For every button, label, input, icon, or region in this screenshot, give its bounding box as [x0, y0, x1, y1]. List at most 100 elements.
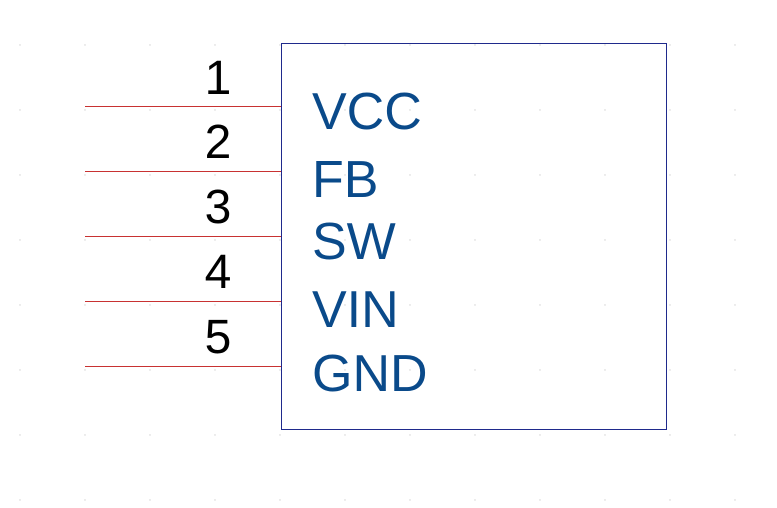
grid-dot	[19, 239, 21, 241]
grid-dot	[474, 174, 476, 176]
pin-4-name: VIN	[312, 281, 399, 339]
grid-dot	[19, 434, 21, 436]
pin-5-number: 5	[204, 311, 232, 364]
grid-dot	[344, 369, 346, 371]
grid-dot	[409, 239, 411, 241]
grid-dot	[604, 174, 606, 176]
grid-dot	[344, 109, 346, 111]
grid-dot	[409, 369, 411, 371]
grid-dot	[604, 44, 606, 46]
grid-dot	[409, 434, 411, 436]
grid-dot	[734, 499, 736, 501]
component-body[interactable]	[281, 43, 667, 430]
grid-dot	[604, 304, 606, 306]
grid-dot	[214, 174, 216, 176]
grid-dot	[539, 304, 541, 306]
grid-dot	[539, 174, 541, 176]
grid-dot	[474, 369, 476, 371]
grid-dot	[344, 304, 346, 306]
grid-dot	[604, 434, 606, 436]
grid-dot	[409, 109, 411, 111]
grid-dot	[669, 499, 671, 501]
grid-dot	[474, 44, 476, 46]
grid-dot	[474, 109, 476, 111]
grid-dot	[84, 434, 86, 436]
grid-dot	[539, 434, 541, 436]
pin-4-number: 4	[204, 246, 232, 299]
grid-dot	[19, 369, 21, 371]
pin-2-line[interactable]	[85, 171, 281, 172]
pin-3-line[interactable]	[85, 236, 281, 237]
grid-dot	[734, 369, 736, 371]
grid-dot	[669, 174, 671, 176]
grid-dot	[149, 44, 151, 46]
grid-dot	[539, 44, 541, 46]
pin-4-line[interactable]	[85, 301, 281, 302]
grid-dot	[214, 304, 216, 306]
grid-dot	[409, 304, 411, 306]
grid-dot	[604, 239, 606, 241]
grid-dot	[734, 239, 736, 241]
grid-dot	[279, 239, 281, 241]
grid-dot	[84, 109, 86, 111]
pin-5-line[interactable]	[85, 366, 281, 367]
grid-dot	[149, 304, 151, 306]
grid-dot	[734, 174, 736, 176]
grid-dot	[214, 109, 216, 111]
grid-dot	[19, 44, 21, 46]
pin-5-name: GND	[312, 345, 428, 403]
grid-dot	[344, 434, 346, 436]
grid-dot	[669, 304, 671, 306]
grid-dot	[149, 434, 151, 436]
pin-3-number: 3	[204, 181, 232, 234]
grid-dot	[409, 499, 411, 501]
grid-dot	[344, 44, 346, 46]
grid-dot	[344, 239, 346, 241]
grid-dot	[669, 44, 671, 46]
grid-dot	[539, 369, 541, 371]
pin-2-number: 2	[204, 116, 232, 169]
grid-dot	[344, 499, 346, 501]
grid-dot	[474, 499, 476, 501]
grid-dot	[84, 499, 86, 501]
grid-dot	[149, 369, 151, 371]
grid-dot	[149, 239, 151, 241]
grid-dot	[669, 239, 671, 241]
grid-dot	[84, 44, 86, 46]
grid-dot	[734, 304, 736, 306]
grid-dot	[19, 499, 21, 501]
grid-dot	[279, 44, 281, 46]
grid-dot	[149, 499, 151, 501]
grid-dot	[604, 109, 606, 111]
grid-dot	[19, 304, 21, 306]
grid-dot	[669, 109, 671, 111]
grid-dot	[84, 369, 86, 371]
pin-1-line[interactable]	[85, 106, 281, 107]
grid-dot	[214, 44, 216, 46]
grid-dot	[734, 109, 736, 111]
pin-2-name: FB	[312, 151, 379, 209]
grid-dot	[279, 109, 281, 111]
grid-dot	[19, 109, 21, 111]
grid-dot	[214, 369, 216, 371]
pin-1-number: 1	[204, 52, 232, 105]
grid-dot	[409, 174, 411, 176]
grid-dot	[669, 369, 671, 371]
grid-dot	[84, 304, 86, 306]
grid-dot	[734, 44, 736, 46]
grid-dot	[84, 174, 86, 176]
grid-dot	[604, 369, 606, 371]
grid-dot	[84, 239, 86, 241]
grid-dot	[539, 109, 541, 111]
grid-dot	[474, 239, 476, 241]
grid-dot	[539, 499, 541, 501]
grid-dot	[409, 44, 411, 46]
grid-dot	[344, 174, 346, 176]
grid-dot	[279, 304, 281, 306]
grid-dot	[19, 174, 21, 176]
grid-dot	[214, 499, 216, 501]
grid-dot	[734, 434, 736, 436]
grid-dot	[149, 109, 151, 111]
grid-dot	[669, 434, 671, 436]
